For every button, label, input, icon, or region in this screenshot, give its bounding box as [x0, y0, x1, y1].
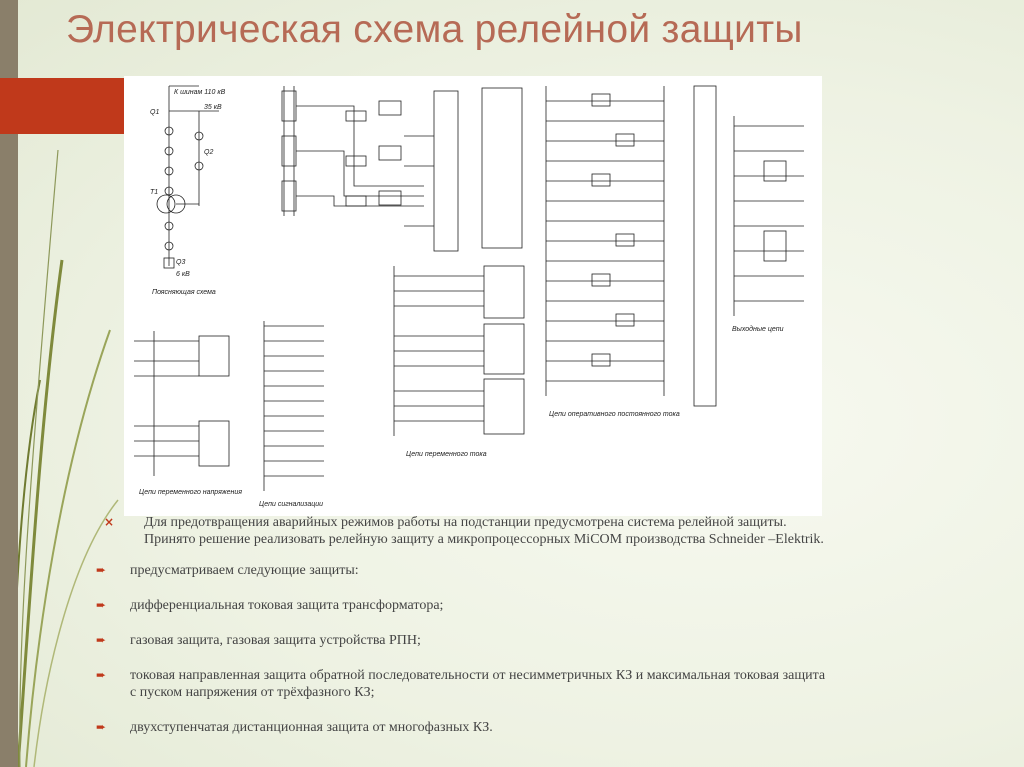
caption-signal-circuits: Цепи сигнализации [259, 501, 323, 508]
caption-explanatory: Поясняющая схема [152, 289, 216, 296]
bullet-item-intro: × Для предотвращения аварийных режимов р… [92, 514, 1002, 548]
label-q3: Q3 [176, 259, 185, 266]
label-q2: Q2 [204, 149, 213, 156]
label-35kv: 35 кВ [204, 104, 222, 111]
arrow-bullet-icon: ➨ [96, 668, 107, 682]
bullet-text: дифференциальная токовая защита трансфор… [130, 598, 444, 613]
bullet-item-differential: ➨ дифференциальная токовая защита трансф… [92, 597, 1002, 614]
caption-ac-circuits: Цепи переменного тока [406, 451, 487, 458]
bullet-text: предусматриваем следующие защиты: [130, 563, 359, 578]
red-accent-bar [0, 78, 124, 134]
bullet-text: газовая защита, газовая защита устройств… [130, 633, 421, 648]
bullet-text: с пуском напряжения от трёхфазного КЗ; [130, 685, 375, 700]
bullet-item-protections: ➨ предусматриваем следующие защиты: [92, 562, 1002, 579]
relay-protection-diagram: Поясняющая схема Цепи переменного тока Ц… [124, 76, 822, 516]
arrow-bullet-icon: ➨ [96, 598, 107, 612]
label-6kv: 6 кВ [176, 271, 190, 278]
bullet-text: двухступенчатая дистанционная защита от … [130, 720, 493, 735]
caption-dc-circuits: Цепи оперативного постоянного тока [549, 411, 680, 418]
bullet-list: × Для предотвращения аварийных режимов р… [92, 514, 1002, 736]
bullet-text: Принято решение реализовать релейную защ… [144, 532, 824, 547]
left-accent-strip [0, 0, 18, 767]
cross-bullet-icon: × [104, 515, 115, 529]
caption-voltage-circuits: Цепи переменного напряжения [139, 489, 242, 496]
caption-output-circuits: Выходные цепи [732, 325, 784, 333]
arrow-bullet-icon: ➨ [96, 633, 107, 647]
bullet-item-gas: ➨ газовая защита, газовая защита устройс… [92, 632, 1002, 649]
label-q1: Q1 [150, 109, 159, 116]
arrow-bullet-icon: ➨ [96, 563, 107, 577]
arrow-bullet-icon: ➨ [96, 720, 107, 734]
bullet-item-directional: ➨ токовая направленная защита обратной п… [92, 667, 1002, 701]
bullet-text: токовая направленная защита обратной пос… [130, 668, 826, 683]
label-t1: T1 [150, 189, 158, 196]
label-busbar-110: К шинам 110 кВ [174, 89, 226, 96]
bullet-text: Для предотвращения аварийных режимов раб… [144, 515, 787, 530]
page-title: Электрическая схема релейной защиты [66, 8, 803, 51]
bullet-item-distance: ➨ двухступенчатая дистанционная защита о… [92, 719, 1002, 736]
